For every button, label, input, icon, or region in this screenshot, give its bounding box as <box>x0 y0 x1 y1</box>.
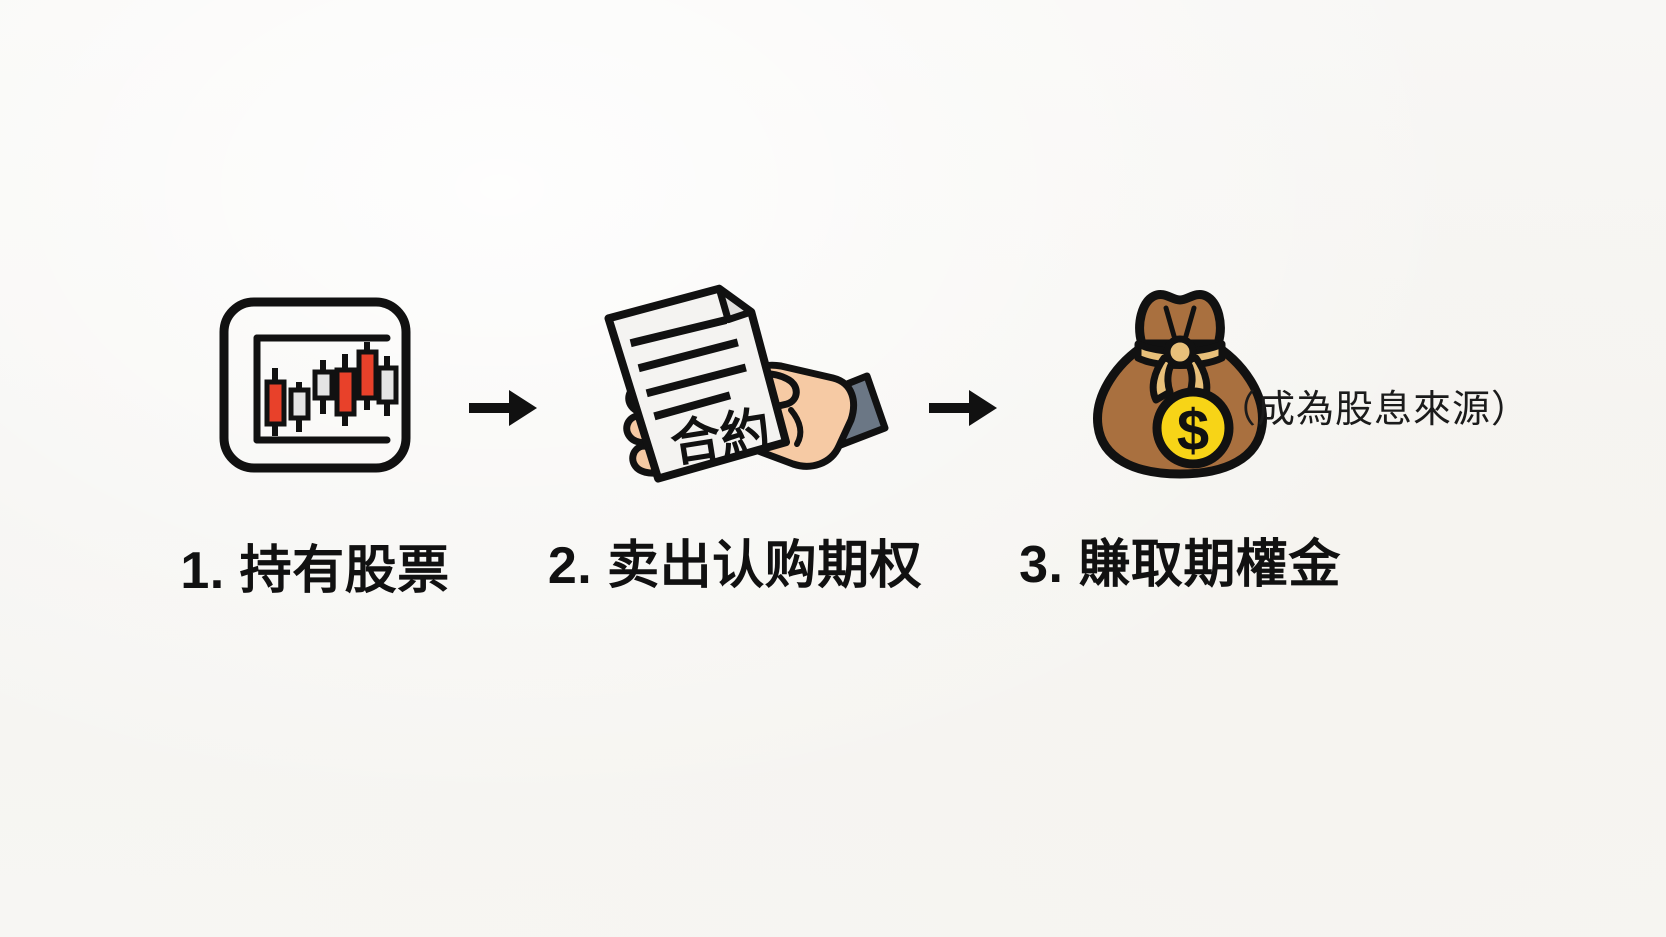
step-3-label: 3. 賺取期權金 <box>1019 536 1341 594</box>
dollar-sign-icon: $ <box>1177 398 1209 463</box>
arrow-step2-to-step3 <box>925 382 1005 430</box>
arrow-step1-to-step2 <box>465 382 545 430</box>
contract-in-hand-icon: 合約 <box>585 278 889 483</box>
step-3-earn-premium: $ 3. 賺取期權金 <box>960 280 1400 597</box>
step-1-hold-stock: 1. 持有股票 <box>150 290 480 603</box>
money-bag-icon: $ <box>1080 280 1280 480</box>
step-1-label: 1. 持有股票 <box>180 542 450 600</box>
dividend-source-annotation: （成為股息來源） <box>1218 389 1531 431</box>
step-2-label: 2. 卖出认购期权 <box>547 537 923 595</box>
step-2-sell-call-option: 合約 2. 卖出认购期权 <box>520 278 950 598</box>
stock-chart-icon <box>215 290 415 480</box>
